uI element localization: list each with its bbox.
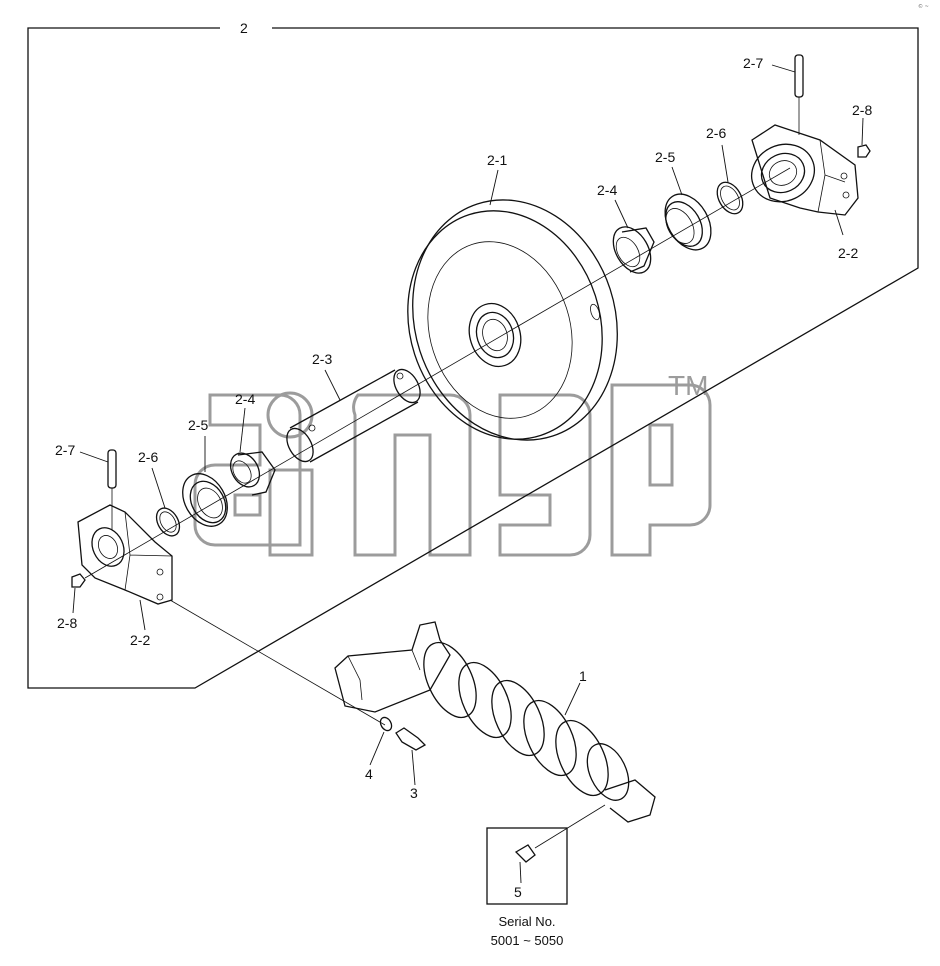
callout-2-6-right: 2-6	[706, 125, 726, 141]
callout-2-2-right: 2-2	[838, 245, 858, 261]
callout-2-7-left: 2-7	[55, 442, 75, 458]
watermark: TM	[193, 370, 712, 557]
washer	[379, 716, 393, 732]
callout-2: 2	[240, 20, 248, 36]
left-pin	[107, 449, 117, 530]
callout-2-1: 2-1	[487, 152, 507, 168]
right-bracket	[751, 124, 859, 216]
callout-2-4-right: 2-4	[597, 182, 617, 198]
mounting-line	[169, 599, 386, 726]
left-oring	[155, 507, 181, 537]
watermark-trademark: TM	[668, 370, 708, 401]
grease-fitting-box	[486, 804, 606, 905]
left-plug	[71, 573, 86, 588]
corner-mark: © ~	[918, 3, 929, 10]
callout-3: 3	[410, 785, 418, 801]
callout-2-5-right: 2-5	[655, 149, 675, 165]
callout-2-5-left: 2-5	[188, 417, 208, 433]
bolt	[395, 727, 427, 751]
shaft	[286, 368, 421, 463]
left-bracket	[77, 504, 173, 605]
left-seal	[182, 473, 228, 527]
leader-lines	[72, 64, 864, 884]
callout-2-8-left: 2-8	[57, 615, 77, 631]
callout-2-8-right: 2-8	[852, 102, 872, 118]
callout-5: 5	[514, 884, 522, 900]
callout-2-7-right: 2-7	[743, 55, 763, 71]
idler-wheel	[407, 199, 618, 441]
assembly-2-boundary	[27, 27, 919, 689]
callout-2-6-left: 2-6	[138, 449, 158, 465]
right-seal	[664, 193, 712, 251]
right-bushing	[612, 226, 655, 274]
watermark-letters	[193, 383, 712, 557]
right-pin	[794, 54, 804, 135]
serial-label: Serial No.	[498, 914, 555, 929]
right-plug	[857, 144, 871, 158]
right-oring	[716, 181, 744, 215]
left-bushing	[229, 451, 276, 496]
callout-2-2-left: 2-2	[130, 632, 150, 648]
serial-range: 5001 ~ 5050	[491, 933, 564, 948]
callout-1: 1	[579, 668, 587, 684]
callout-2-4-left: 2-4	[235, 391, 255, 407]
callout-4: 4	[365, 766, 373, 782]
recoil-spring-assembly	[334, 621, 656, 823]
callout-2-3: 2-3	[312, 351, 332, 367]
